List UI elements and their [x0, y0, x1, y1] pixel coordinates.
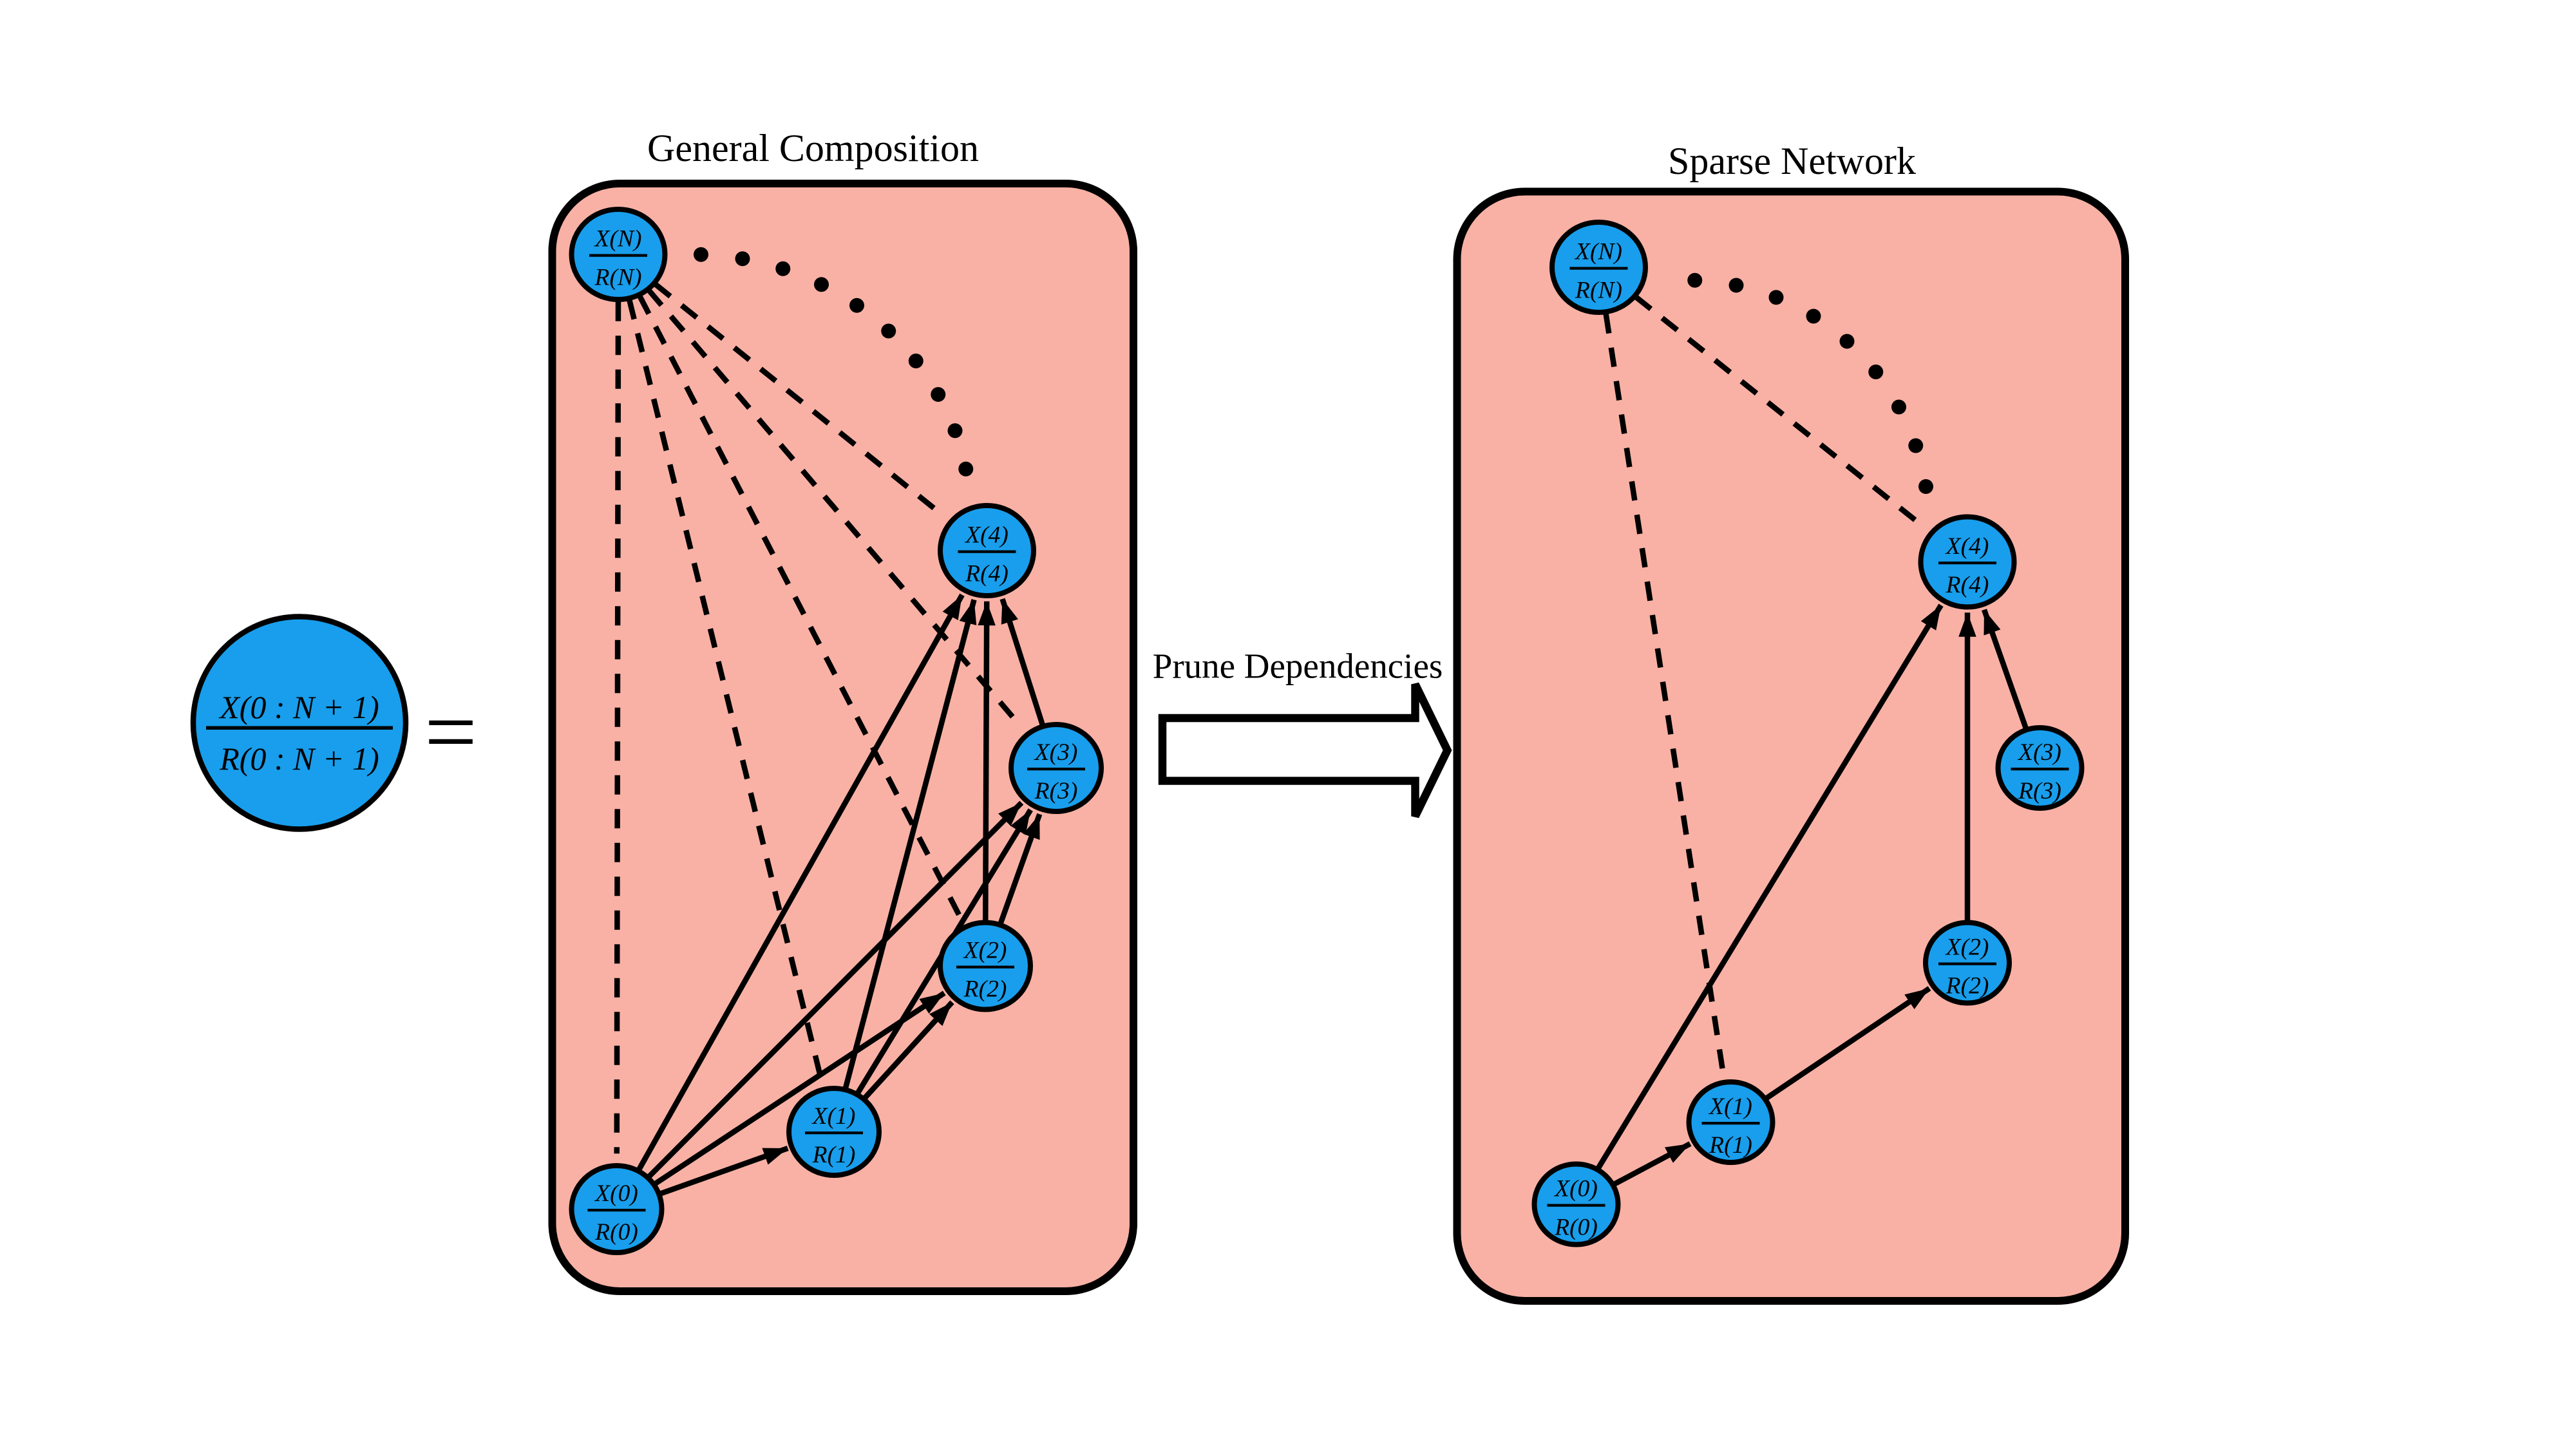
equals-sign: =	[424, 681, 477, 784]
node-numerator: X(1)	[811, 1103, 856, 1130]
node-fraction-bar	[589, 254, 647, 257]
node-fraction-bar	[958, 550, 1016, 553]
edge-general-x1-x2	[862, 1000, 954, 1100]
node-fraction-bar	[1938, 562, 1996, 565]
edge-general-x0-x3	[647, 800, 1024, 1179]
panel-general-composition	[548, 180, 1137, 1295]
ellipsis-dot	[1768, 290, 1784, 305]
ellipsis-dot	[694, 247, 708, 262]
ellipsis-dot	[814, 277, 829, 292]
ellipsis-dot	[735, 251, 750, 267]
edge-general-xn-x4	[653, 281, 944, 517]
node-numerator: X(2)	[963, 938, 1007, 964]
ellipsis-dot	[908, 354, 923, 368]
ellipsis-dot	[1687, 272, 1703, 288]
node-denominator: R(3)	[2018, 778, 2061, 804]
node-denominator: R(0)	[1554, 1215, 1598, 1241]
node-fraction-bar	[956, 965, 1014, 969]
ellipsis-dot	[958, 461, 974, 477]
node-general-x2: X(2) R(2)	[938, 920, 1033, 1012]
ellipsis-dot	[1806, 308, 1821, 324]
node-denominator: R(1)	[812, 1142, 856, 1168]
node-numerator: X(3)	[2017, 739, 2061, 766]
node-numerator: X(4)	[1945, 533, 1989, 560]
source-node-fraction-bar	[206, 726, 393, 730]
ellipsis-dot	[1728, 278, 1744, 293]
panel-general-content: X(N) R(N) X(4) R(4) X(3) R(3) X(2) R(2) X(1) R(1)…	[569, 207, 1104, 1255]
node-general-x4: X(4) R(4)	[938, 503, 1036, 598]
prune-arrow-label: Prune Dependencies	[1153, 647, 1443, 686]
node-numerator: X(1)	[1708, 1094, 1752, 1120]
node-fraction-bar	[1547, 1204, 1605, 1207]
panel-sparse-content: X(N) R(N) X(4) R(4) X(3) R(3) X(2) R(2) X(1) R(1)…	[1531, 220, 2085, 1247]
edge-general-x2-x4	[978, 601, 996, 920]
node-numerator: X(4)	[964, 522, 1009, 549]
node-sparse-x0: X(0) R(0)	[1531, 1161, 1621, 1247]
node-numerator: X(0)	[594, 1180, 638, 1207]
edge-general-x0-x4	[636, 593, 965, 1171]
panel-title-general: General Composition	[647, 127, 979, 169]
node-numerator: X(3)	[1034, 739, 1078, 766]
panel-sparse-network	[1453, 187, 2129, 1305]
node-sparse-xn: X(N) R(N)	[1549, 220, 1648, 315]
node-denominator: R(2)	[1946, 973, 1989, 999]
node-general-xn: X(N) R(N)	[569, 207, 668, 302]
node-denominator: R(0)	[594, 1219, 638, 1245]
node-fraction-bar	[1938, 962, 1996, 965]
node-sparse-x2: X(2) R(2)	[1923, 920, 2012, 1006]
ellipsis-dot	[947, 423, 963, 439]
edge-general-xn-x0	[614, 301, 621, 1154]
edge-general-x0-x1	[659, 1145, 789, 1197]
ellipsis-dot	[775, 261, 791, 276]
node-numerator: X(0)	[1553, 1176, 1598, 1202]
node-fraction-bar	[2011, 768, 2069, 771]
node-numerator: X(N)	[1574, 239, 1622, 265]
node-fraction-bar	[1569, 267, 1628, 270]
node-general-x1: X(1) R(1)	[786, 1086, 882, 1178]
node-denominator: R(4)	[1946, 572, 1989, 598]
node-denominator: R(N)	[1575, 278, 1622, 304]
edge-general-x1-x4	[843, 599, 977, 1088]
node-fraction-bar	[587, 1209, 646, 1212]
prune-arrow	[1158, 682, 1452, 819]
node-denominator: R(4)	[965, 561, 1009, 587]
ellipsis-dot	[1839, 334, 1855, 349]
source-node-denominator: R(0 : N + 1)	[219, 741, 379, 777]
node-sparse-x4: X(4) R(4)	[1918, 514, 2017, 610]
edge-sparse-xn-x1	[1603, 314, 1726, 1071]
node-denominator: R(N)	[594, 265, 642, 291]
ellipsis-dot	[881, 323, 896, 339]
edge-sparse-x3-x4	[1981, 609, 2029, 729]
node-sparse-x3: X(3) R(3)	[1995, 725, 2085, 811]
node-general-x3: X(3) R(3)	[1009, 722, 1104, 814]
ellipsis-dot	[931, 387, 946, 402]
ellipsis-dot	[1908, 438, 1924, 453]
ellipsis-dot	[1891, 399, 1906, 415]
node-sparse-x1: X(1) R(1)	[1686, 1079, 1776, 1165]
edge-sparse-x1-x2	[1765, 986, 1931, 1101]
edge-general-x0-x2	[653, 990, 946, 1186]
node-fraction-bar	[1027, 768, 1085, 771]
source-node-numerator: X(0 : N + 1)	[218, 689, 379, 725]
node-fraction-bar	[805, 1132, 863, 1135]
edge-sparse-x0-x4	[1596, 603, 1944, 1170]
ellipsis-dot	[1918, 479, 1933, 495]
edge-general-x2-x3	[998, 813, 1043, 924]
node-denominator: R(3)	[1034, 778, 1078, 804]
edge-sparse-xn-x4	[1634, 294, 1925, 529]
node-denominator: R(1)	[1709, 1132, 1752, 1159]
node-fraction-bar	[1701, 1122, 1760, 1125]
edge-general-x3-x4	[999, 598, 1045, 725]
ellipsis-dot	[849, 298, 865, 313]
panel-title-sparse: Sparse Network	[1668, 140, 1916, 182]
edge-sparse-x0-x1	[1613, 1141, 1692, 1187]
node-denominator: R(2)	[963, 976, 1007, 1003]
node-numerator: X(N)	[594, 226, 642, 252]
node-general-x0: X(0) R(0)	[569, 1163, 665, 1255]
source-node: X(0 : N + 1) R(0 : N + 1)	[190, 614, 409, 832]
edge-general-xn-x2	[637, 295, 963, 918]
node-numerator: X(2)	[1945, 934, 1989, 961]
ellipsis-dot	[1868, 365, 1884, 379]
